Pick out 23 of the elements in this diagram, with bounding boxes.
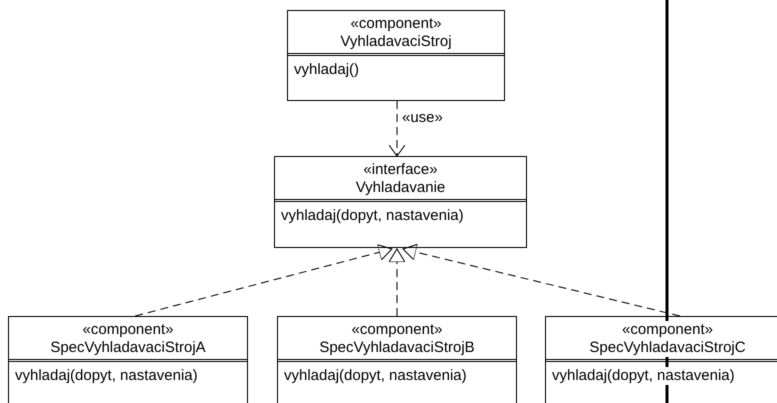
operation-label: vyhladaj(dopyt, nastavenia) [281, 207, 464, 225]
dependency-arrow [388, 100, 406, 156]
component-box [545, 316, 777, 403]
operation-label: vyhladaj(dopyt, nastavenia) [15, 367, 198, 385]
component-box [287, 10, 505, 101]
stereotype-label: «component» [82, 321, 174, 339]
class-name: SpecVyhladavaciStrojA [50, 339, 206, 357]
realization-arrow [388, 248, 406, 316]
interface-box [274, 156, 527, 248]
class-name: SpecVyhladavaciStrojC [589, 339, 746, 357]
operation-label: vyhladaj(dopyt, nastavenia) [284, 367, 467, 385]
class-name: SpecVyhladavaciStrojB [319, 339, 475, 357]
component-box [277, 316, 517, 403]
stereotype-label: «component» [350, 15, 442, 33]
realization-arrow [402, 244, 680, 316]
stereotype-label: «component» [352, 321, 442, 339]
operation-label: vyhladaj(dopyt, nastavenia) [552, 367, 735, 385]
component-box [8, 316, 248, 403]
operation-label: vyhladaj() [294, 61, 360, 79]
stereotype-label: «component» [622, 321, 713, 339]
class-name: VyhladavaciStroj [340, 33, 452, 51]
class-name: Vyhladavanie [356, 179, 446, 197]
realization-arrow [134, 244, 392, 316]
